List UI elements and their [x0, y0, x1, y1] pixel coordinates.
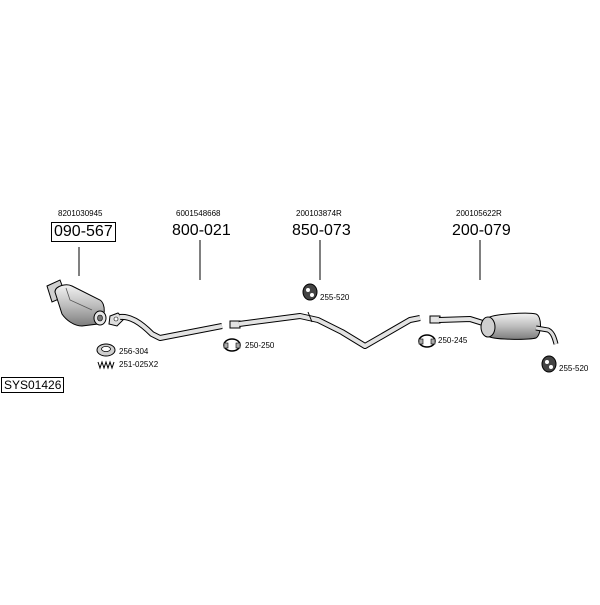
part-number-front-pipe[interactable]: 800-021: [172, 222, 231, 239]
clamp-icon: [418, 334, 436, 348]
part-number-middle-pipe[interactable]: 850-073: [292, 222, 351, 239]
part-number-rear-silencer[interactable]: 200-079: [452, 222, 511, 239]
accessory-label[interactable]: 255-520: [320, 293, 350, 302]
accessory-label[interactable]: 251-025X2: [119, 360, 159, 369]
oe-number-catalyst: 8201030945: [58, 209, 103, 218]
oe-number-middle-pipe: 200103874R: [296, 209, 342, 218]
spring-icon: [97, 360, 115, 370]
rear-silencer: [429, 312, 559, 345]
gasket-ring-icon: [96, 343, 116, 357]
rubber-hanger-icon: [541, 355, 557, 373]
clamp-icon: [223, 338, 241, 352]
oe-number-rear-silencer: 200105622R: [456, 209, 502, 218]
rubber-hanger-icon: [302, 283, 318, 301]
front-pipe: [108, 312, 223, 341]
middle-pipe: [229, 311, 421, 349]
oe-number-front-pipe: 6001548668: [176, 209, 221, 218]
catalytic-converter: [46, 279, 107, 327]
system-id-label: SYS01426: [1, 377, 65, 393]
accessory-label[interactable]: 256-304: [119, 347, 149, 356]
accessory-label[interactable]: 255-520: [559, 364, 589, 373]
part-number-catalyst[interactable]: 090-567: [51, 222, 116, 242]
accessory-label[interactable]: 250-250: [245, 341, 275, 350]
accessory-label[interactable]: 250-245: [438, 336, 468, 345]
